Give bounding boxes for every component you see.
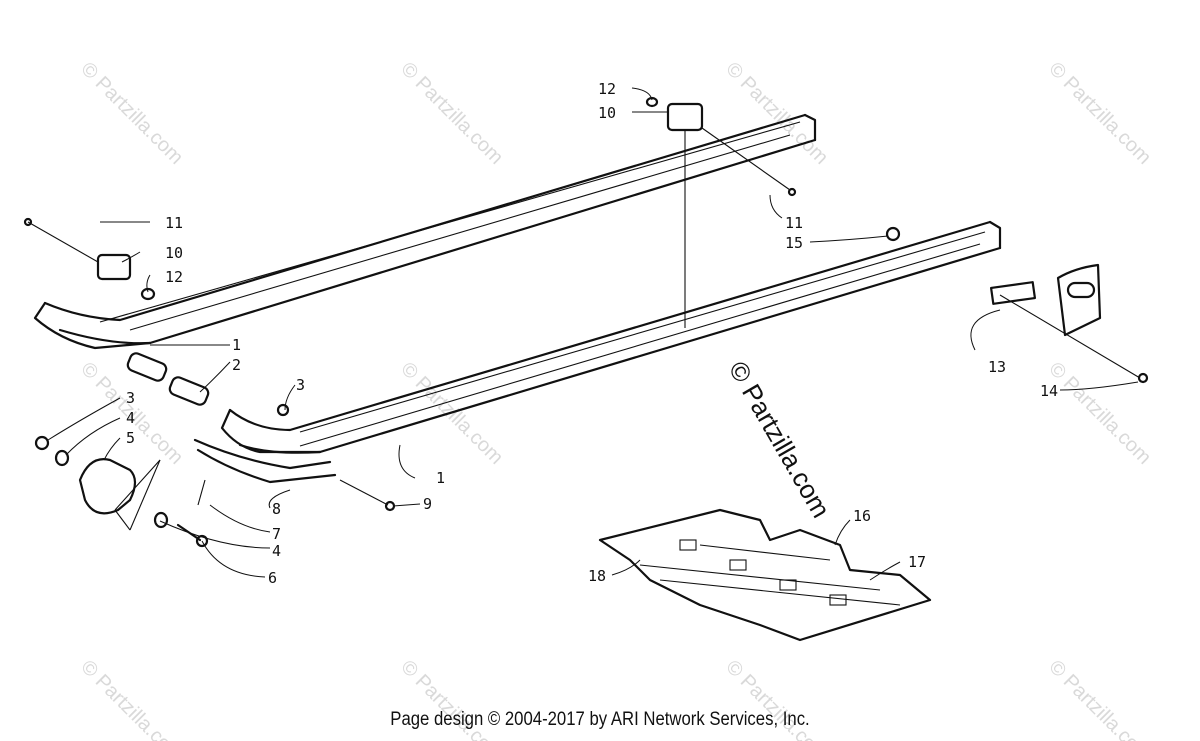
callout-6: 6	[268, 569, 277, 587]
callout-18: 18	[588, 567, 606, 585]
rail-block-right	[645, 96, 797, 328]
watermark: © Partzilla.com	[396, 58, 507, 169]
callouts: 1 1 2 3 3 4 4 5 6 7 8 9 10 10 11 11 12 1…	[126, 80, 1058, 587]
callout-1: 1	[436, 469, 445, 487]
callout-3: 3	[296, 376, 305, 394]
cross-tube-spacers	[126, 352, 210, 406]
footer-copyright: Page design © 2004-2017 by ARI Network S…	[390, 709, 810, 730]
callout-14: 14	[1040, 382, 1058, 400]
callout-2: 2	[232, 356, 241, 374]
slide-rail-upper	[33, 113, 817, 350]
callout-1: 1	[232, 336, 241, 354]
leader-lines	[47, 87, 1139, 581]
callout-11: 11	[785, 214, 803, 232]
callout-7: 7	[272, 525, 281, 543]
watermark: © Partzilla.com	[76, 58, 187, 169]
watermark: © Partzilla.com	[1044, 58, 1155, 169]
watermark: © Partzilla.com	[1044, 358, 1155, 469]
callout-10: 10	[598, 104, 616, 122]
track-section	[598, 508, 932, 642]
bumper-assembly	[34, 435, 209, 548]
callout-9: 9	[423, 495, 432, 513]
callout-5: 5	[126, 429, 135, 447]
callout-17: 17	[908, 553, 926, 571]
callout-4: 4	[126, 409, 135, 427]
callout-11: 11	[165, 214, 183, 232]
callout-4: 4	[272, 542, 281, 560]
callout-12: 12	[598, 80, 616, 98]
slide-rail-lower	[220, 220, 1002, 454]
callout-3: 3	[126, 389, 135, 407]
callout-10: 10	[165, 244, 183, 262]
watermark-center: © Partzilla.com	[723, 356, 837, 523]
callout-15: 15	[785, 234, 803, 252]
watermark-group: © Partzilla.com © Partzilla.com © Partzi…	[76, 58, 1155, 741]
callout-16: 16	[853, 507, 871, 525]
rear-bracket	[885, 226, 1149, 384]
callout-8: 8	[272, 500, 281, 518]
rail-block-left	[23, 217, 156, 301]
callout-13: 13	[988, 358, 1006, 376]
callout-12: 12	[165, 268, 183, 286]
